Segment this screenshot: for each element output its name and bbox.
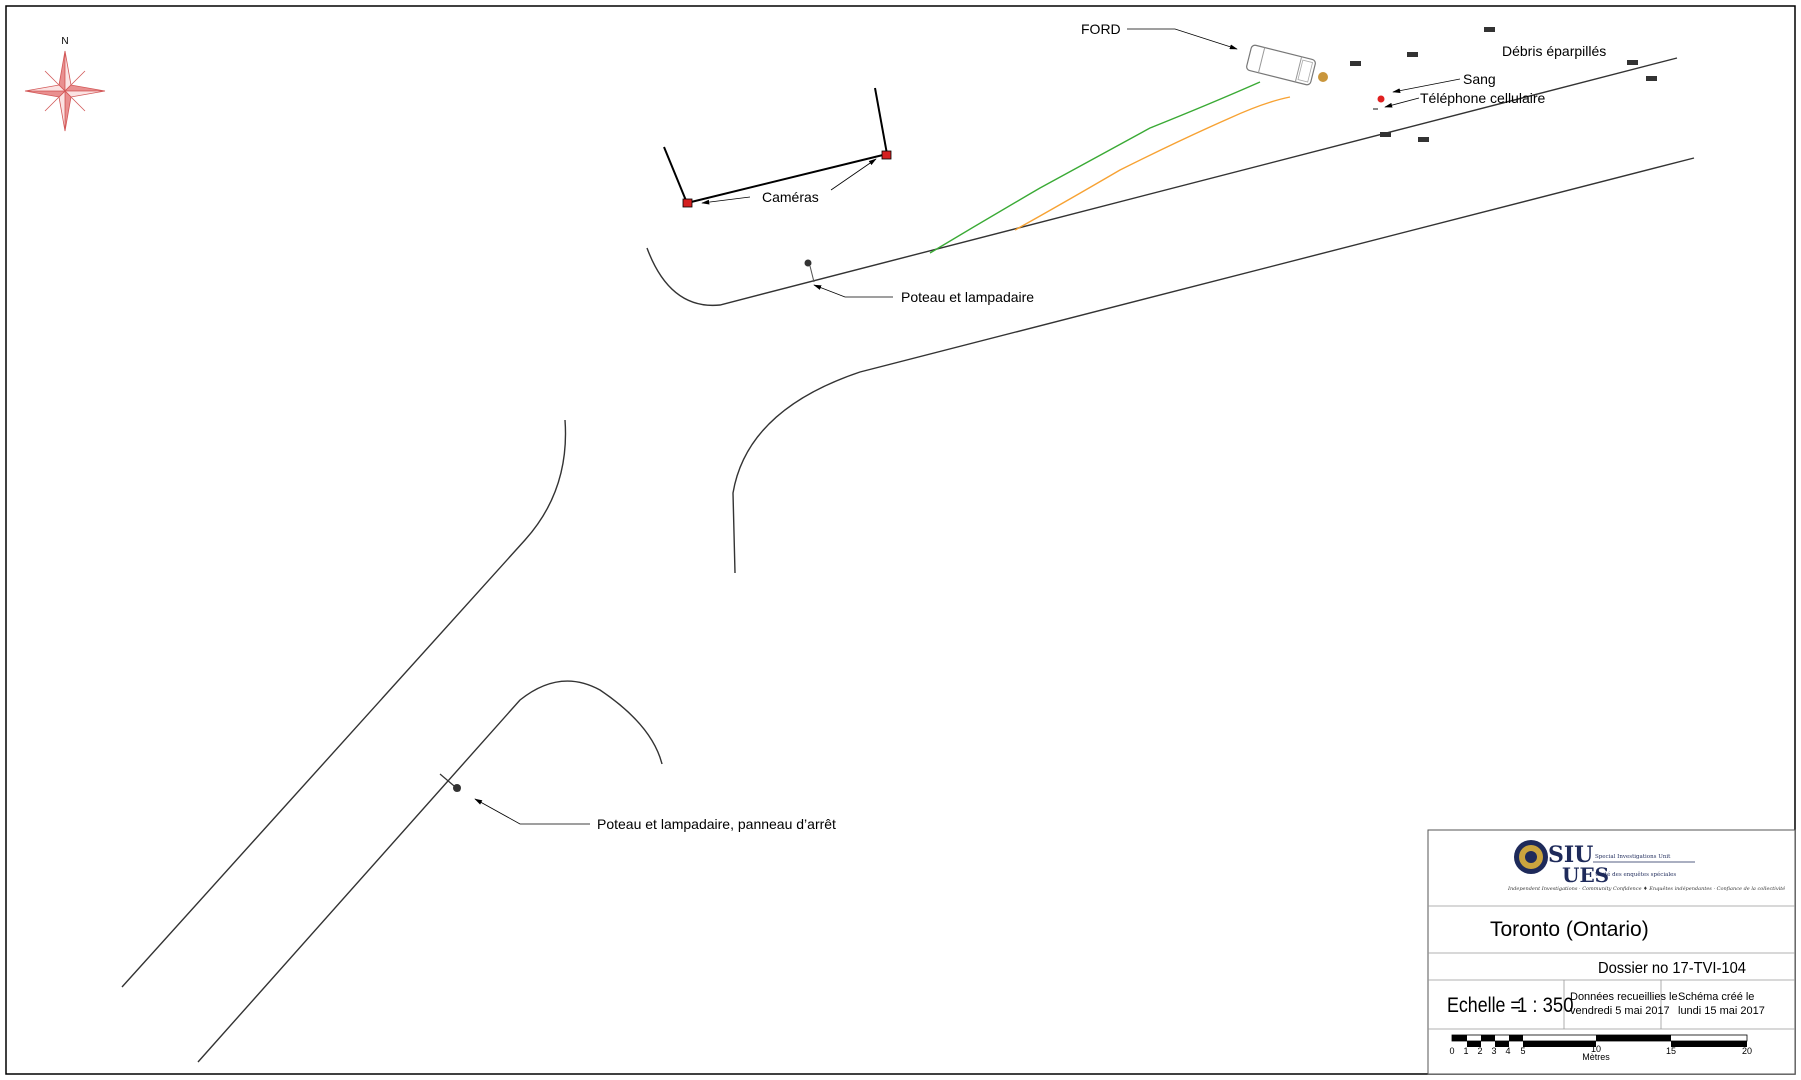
scale-tick: 4 bbox=[1505, 1046, 1510, 1056]
debris-piece bbox=[1646, 76, 1657, 81]
scale-tick: 5 bbox=[1520, 1046, 1525, 1056]
scale-label: Echelle = bbox=[1447, 994, 1521, 1018]
scale-tick: 10 bbox=[1591, 1044, 1601, 1054]
place-name: Toronto (Ontario) bbox=[1490, 918, 1649, 941]
schema-created-date: lundi 15 mai 2017 bbox=[1678, 1005, 1765, 1017]
siu-ues-logo: SIU UES Special Investigations Unit Unit… bbox=[1507, 840, 1785, 892]
debris-piece bbox=[1627, 60, 1638, 65]
label-cellphone: Téléphone cellulaire bbox=[1420, 90, 1546, 106]
orange-tire-mark bbox=[1014, 96, 1291, 231]
camera-structure bbox=[663, 87, 892, 208]
label-pole-top: Poteau et lampadaire bbox=[901, 289, 1034, 305]
cellphone-marker bbox=[1377, 95, 1385, 103]
scale-tick: 20 bbox=[1742, 1046, 1752, 1056]
camera-right bbox=[881, 150, 892, 160]
pole-streetlight-stop-sign bbox=[439, 773, 461, 792]
scale-tick: 3 bbox=[1491, 1046, 1496, 1056]
road-edge-north-corner bbox=[646, 57, 1678, 307]
scale-tick: 0 bbox=[1449, 1046, 1454, 1056]
pole-streetlight-top bbox=[804, 259, 815, 283]
scale-tick: 2 bbox=[1477, 1046, 1482, 1056]
compass-north-label: N bbox=[61, 36, 68, 47]
road-edge-south-corner bbox=[732, 157, 1695, 574]
leader-lines bbox=[474, 28, 1461, 825]
logo-siu-text: SIU bbox=[1548, 842, 1593, 868]
logo-siu-subtitle: Special Investigations Unit bbox=[1595, 854, 1671, 860]
debris-piece bbox=[1380, 132, 1391, 137]
scale-tick: 15 bbox=[1666, 1046, 1676, 1056]
camera-left bbox=[682, 198, 693, 208]
blood-stain bbox=[1318, 72, 1328, 82]
compass-star-icon bbox=[24, 50, 106, 132]
schema-created-label: Schéma créé le bbox=[1678, 991, 1754, 1003]
logo-tagline: Independent Investigations · Community C… bbox=[1507, 885, 1785, 892]
scale-value: 1 : 350 bbox=[1517, 994, 1573, 1017]
cellphone-object bbox=[1373, 108, 1378, 110]
file-number: Dossier no 17-TVI-104 bbox=[1598, 959, 1746, 977]
label-pole-bottom: Poteau et lampadaire, panneau d’arrêt bbox=[597, 816, 836, 832]
label-blood: Sang bbox=[1463, 71, 1496, 87]
debris-pieces bbox=[1350, 27, 1657, 142]
green-tire-mark bbox=[929, 81, 1261, 254]
logo-ues-subtitle: Unité des enquêtes spéciales bbox=[1595, 871, 1676, 878]
data-collected-label: Données recueillies le bbox=[1570, 991, 1678, 1003]
ford-vehicle bbox=[1246, 44, 1316, 86]
scale-tick: 1 bbox=[1463, 1046, 1468, 1056]
title-block: SIU UES Special Investigations Unit Unit… bbox=[1427, 829, 1796, 1075]
label-debris: Débris éparpillés bbox=[1502, 43, 1606, 59]
label-ford: FORD bbox=[1081, 21, 1121, 37]
logo-ues-text: UES bbox=[1562, 863, 1609, 887]
road-edge-side-right bbox=[197, 680, 663, 1063]
debris-piece bbox=[1484, 27, 1495, 32]
debris-piece bbox=[1350, 61, 1361, 66]
road-edge-side-left bbox=[121, 419, 567, 988]
debris-piece bbox=[1418, 137, 1429, 142]
label-cameras: Caméras bbox=[762, 189, 819, 205]
compass-rose: N bbox=[24, 36, 106, 132]
road-edges bbox=[121, 57, 1695, 1063]
page-border bbox=[5, 5, 1796, 1075]
data-collected-date: vendredi 5 mai 2017 bbox=[1570, 1005, 1670, 1017]
scale-bar: 0 1 2 3 4 5 10 15 20 Mètres bbox=[1449, 1034, 1752, 1062]
debris-piece bbox=[1407, 52, 1418, 57]
scale-unit: Mètres bbox=[1582, 1052, 1610, 1062]
